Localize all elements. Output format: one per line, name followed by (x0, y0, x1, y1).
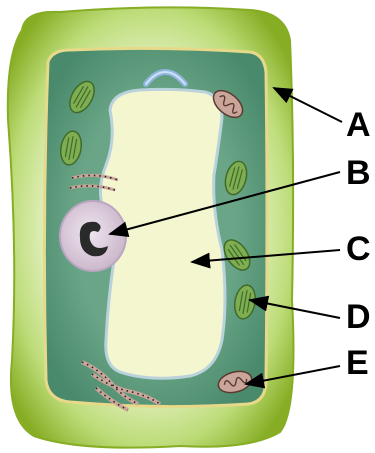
label-b: B (346, 154, 371, 192)
nucleus (60, 201, 126, 271)
label-c: C (346, 230, 371, 268)
label-d: D (346, 298, 371, 336)
label-a: A (346, 106, 371, 144)
label-e: E (346, 344, 369, 382)
